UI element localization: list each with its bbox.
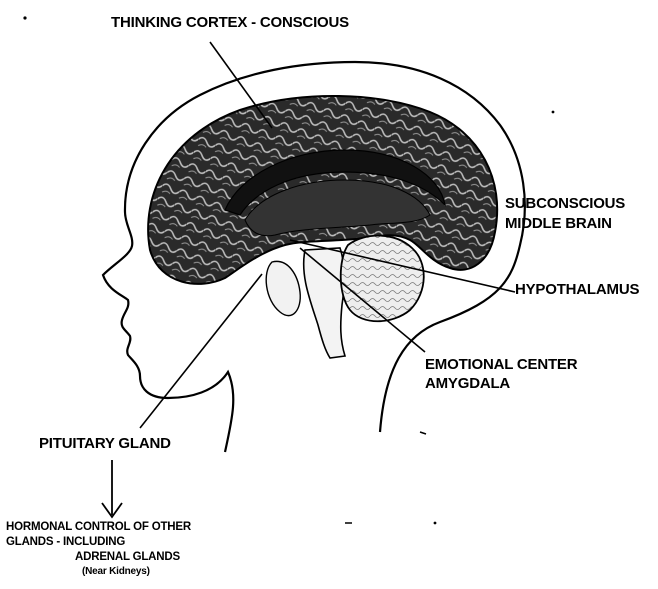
label-emotional-center: EMOTIONAL CENTER xyxy=(425,356,577,374)
temporal-lobe xyxy=(266,261,300,315)
label-subconscious: SUBCONSCIOUS xyxy=(505,195,625,213)
label-hypothalamus: HYPOTHALAMUS xyxy=(515,281,639,299)
label-pituitary-gland: PITUITARY GLAND xyxy=(39,435,171,453)
label-adrenal-glands: ADRENAL GLANDS xyxy=(75,550,180,564)
pointer-pituitary xyxy=(140,274,262,428)
label-hormonal-control: HORMONAL CONTROL OF OTHER xyxy=(6,520,191,534)
label-thinking-cortex: THINKING CORTEX - CONSCIOUS xyxy=(111,14,349,32)
label-middle-brain: MIDDLE BRAIN xyxy=(505,215,612,233)
cerebellum xyxy=(341,236,424,322)
label-glands-including: GLANDS - INCLUDING xyxy=(6,535,125,549)
label-amygdala: AMYGDALA xyxy=(425,375,510,393)
label-near-kidneys: (Near Kidneys) xyxy=(82,566,150,578)
brainstem xyxy=(304,248,345,358)
